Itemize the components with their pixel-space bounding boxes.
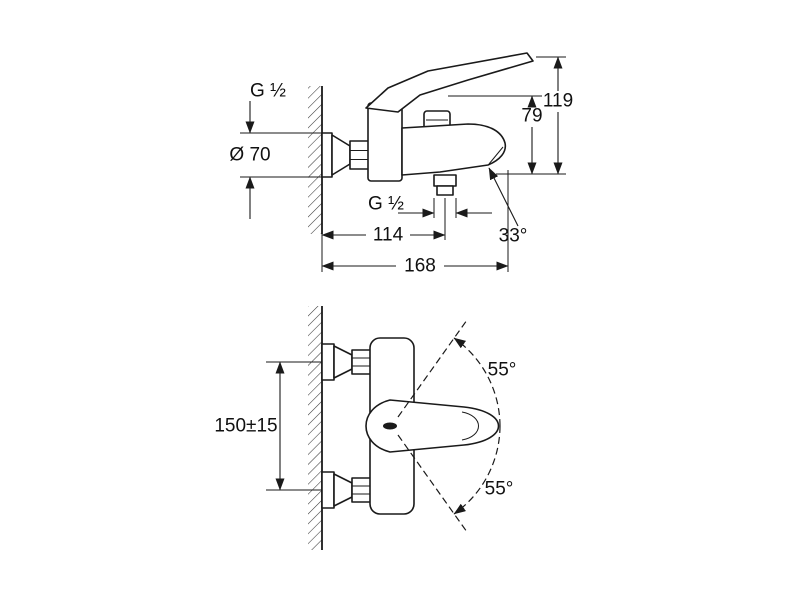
dim-overall-height: 119	[496, 56, 573, 175]
dim-body-height: 79	[448, 95, 543, 175]
escutcheon	[321, 343, 335, 381]
spout-angle-label: 33°	[499, 226, 528, 247]
lever-handle	[365, 52, 534, 113]
faucet-plan	[365, 337, 500, 515]
dim-spout-angle: 33°	[488, 167, 528, 247]
inlet-connection-top	[321, 343, 373, 381]
escutcheon-cone	[331, 134, 351, 176]
swing-lower-label: 55°	[485, 479, 514, 500]
overall-height-label: 119	[543, 91, 573, 112]
spout-tip-face	[488, 146, 504, 165]
dim-spout-reach: 114	[321, 198, 446, 246]
overall-depth-label: 168	[404, 256, 436, 277]
escutcheon	[321, 132, 333, 178]
diameter-label: Ø 70	[229, 145, 270, 166]
lever-logo-mark	[383, 422, 397, 430]
union-nut	[351, 477, 373, 503]
mounting-distance-label: 150±15	[214, 416, 277, 437]
shower-outlet-nut	[433, 174, 457, 187]
spout-reach-label: 114	[373, 225, 404, 246]
swing-arc-lower	[453, 425, 501, 515]
body-height-label: 79	[521, 106, 542, 127]
mixer-body	[367, 102, 403, 182]
faucet-side	[321, 52, 534, 196]
spout	[401, 123, 507, 176]
escutcheon	[321, 471, 335, 509]
dim-thread-top: G ½	[245, 81, 286, 134]
dim-thread-bottom: G ½	[368, 194, 492, 218]
handle-swing-range: 55° 55°	[397, 319, 517, 533]
escutcheon-cone	[333, 345, 353, 379]
swing-upper-label: 55°	[488, 360, 517, 381]
escutcheon-cone	[333, 473, 353, 507]
swing-line-lower	[397, 434, 468, 533]
dim-mounting-distance: 150±15	[214, 361, 322, 491]
swing-arc-upper	[453, 337, 501, 427]
swing-line-upper	[397, 319, 468, 418]
dim-diameter: Ø 70	[229, 132, 322, 219]
wall-hatching	[308, 86, 322, 234]
wall-hatching	[308, 306, 322, 550]
thread-bottom-label: G ½	[368, 194, 404, 215]
dim-overall-depth: 168	[321, 170, 509, 277]
shower-outlet-thread	[436, 185, 454, 196]
inlet-connection-bottom	[321, 471, 373, 509]
union-nut	[351, 349, 373, 375]
lever-detail-line	[461, 411, 479, 441]
plan-view: 55° 55° 150±15	[214, 306, 516, 550]
side-view: G ½ Ø 70 119 79 G ½	[229, 52, 573, 277]
thread-top-label: G ½	[250, 81, 286, 102]
